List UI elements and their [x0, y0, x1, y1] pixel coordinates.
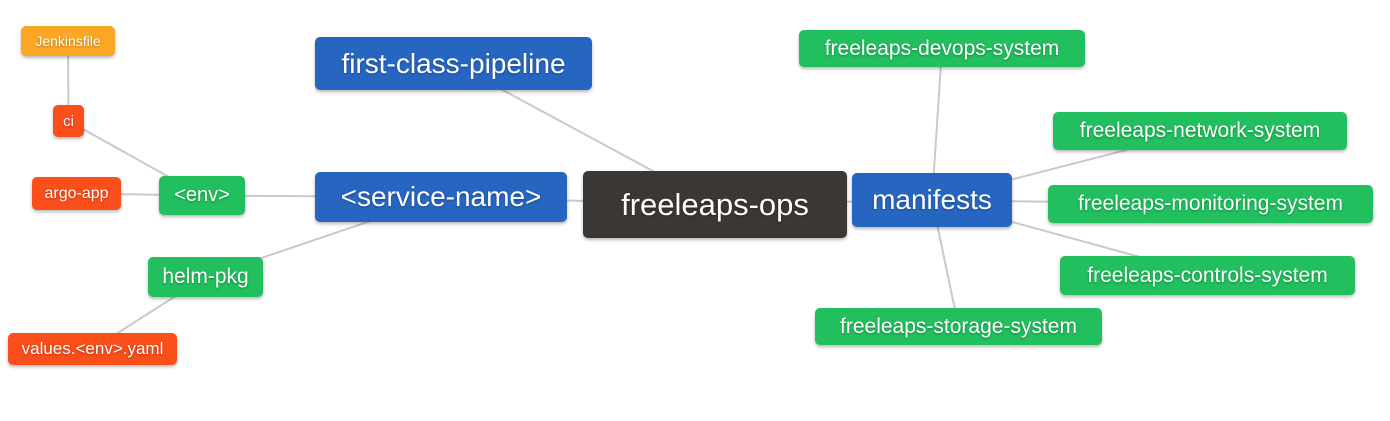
node-helm-pkg[interactable]: helm-pkg [148, 257, 263, 297]
node-values-env-yaml[interactable]: values.<env>.yaml [8, 333, 177, 365]
node-first-class-pipeline[interactable]: first-class-pipeline [315, 37, 592, 90]
node-freeleaps-ops[interactable]: freeleaps-ops [583, 171, 847, 238]
node-argo-app[interactable]: argo-app [32, 177, 121, 210]
node-manifests[interactable]: manifests [852, 173, 1012, 227]
node-jenkinsfile[interactable]: Jenkinsfile [21, 26, 115, 56]
node-freeleaps-monitoring-system[interactable]: freeleaps-monitoring-system [1048, 185, 1373, 223]
node-env[interactable]: <env> [159, 176, 245, 215]
node-service-name[interactable]: <service-name> [315, 172, 567, 222]
node-freeleaps-storage-system[interactable]: freeleaps-storage-system [815, 308, 1102, 345]
node-freeleaps-controls-system[interactable]: freeleaps-controls-system [1060, 256, 1355, 295]
node-freeleaps-devops-system[interactable]: freeleaps-devops-system [799, 30, 1085, 67]
node-freeleaps-network-system[interactable]: freeleaps-network-system [1053, 112, 1347, 150]
node-ci[interactable]: ci [53, 105, 84, 137]
